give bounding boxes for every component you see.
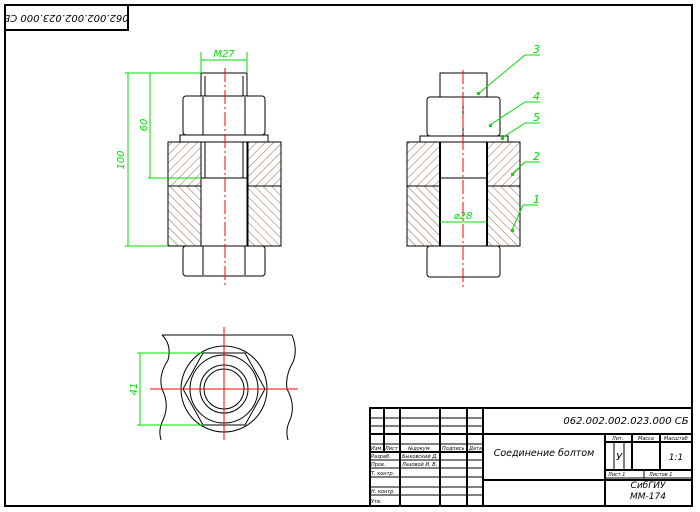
front-view — [167, 68, 282, 287]
sheets-label: Листов 1 — [648, 472, 672, 478]
lit-label: Лит. — [611, 436, 624, 442]
callout-5: 5 — [533, 111, 540, 124]
header-izm: Изм. — [371, 446, 383, 452]
plan-view — [150, 327, 298, 441]
role-ncontrol: Н. контр. — [371, 489, 395, 495]
callout-1: 1 — [533, 193, 540, 206]
callout-2: 2 — [533, 150, 540, 163]
header-list: Лист — [384, 446, 399, 452]
dim-hole-diameter: ⌀28 — [454, 211, 473, 222]
plate-bottom-right — [247, 185, 282, 247]
bolt-head — [182, 245, 266, 277]
washer — [179, 134, 269, 143]
title-block — [369, 407, 693, 507]
lit-value: У — [616, 452, 623, 463]
role-developer: Разраб. — [371, 454, 391, 460]
org-line2: ММ-174 — [630, 492, 666, 502]
role-tcontrol: Т. контр. — [371, 471, 394, 477]
plan-dimension — [137, 352, 203, 426]
callout-leaders — [440, 54, 540, 232]
plate-top-left — [167, 141, 202, 187]
code-stamp-text: 062.002.002.023.000 СБ — [3, 12, 128, 23]
mass-label: Масса — [638, 436, 654, 442]
dim-thread: M27 — [213, 49, 235, 60]
code-stamp: 062.002.002.023.000 СБ — [3, 4, 129, 31]
plate-bottom-left — [167, 185, 202, 247]
org-line1: СибГИУ — [631, 481, 666, 491]
dim-length-total: 100 — [116, 150, 127, 169]
drawing-code: 062.002.002.023.000 СБ — [563, 416, 688, 427]
nut — [182, 95, 266, 136]
dim-nut-size: 41 — [129, 383, 140, 396]
role-checker: Пров. — [371, 462, 386, 468]
callout-3: 3 — [533, 43, 540, 56]
header-sign: Подпись — [442, 446, 465, 452]
sheet-label: Лист 1 — [607, 472, 625, 478]
scale-label: Масштаб — [664, 436, 688, 442]
name-checker: Лазовой И. В. — [401, 462, 437, 468]
drawing-title: Соединение болтом — [494, 448, 595, 459]
dim-length-thread: 60 — [139, 119, 150, 132]
sheet-frame — [4, 4, 693, 507]
title-block-labels: Изм. Лист №докум. Подпись Дата Разраб. П… — [371, 436, 688, 505]
header-date: Дата — [468, 446, 482, 452]
name-developer: Быковский Д. — [402, 454, 438, 460]
callout-4: 4 — [533, 90, 540, 103]
section-view — [406, 70, 521, 287]
plate-top-right — [247, 141, 282, 187]
front-dimensions — [125, 52, 248, 247]
scale-value: 1:1 — [669, 453, 683, 463]
bolt-end — [200, 72, 248, 97]
role-approved: Утв. — [371, 499, 382, 505]
header-doc: №докум. — [407, 446, 431, 452]
